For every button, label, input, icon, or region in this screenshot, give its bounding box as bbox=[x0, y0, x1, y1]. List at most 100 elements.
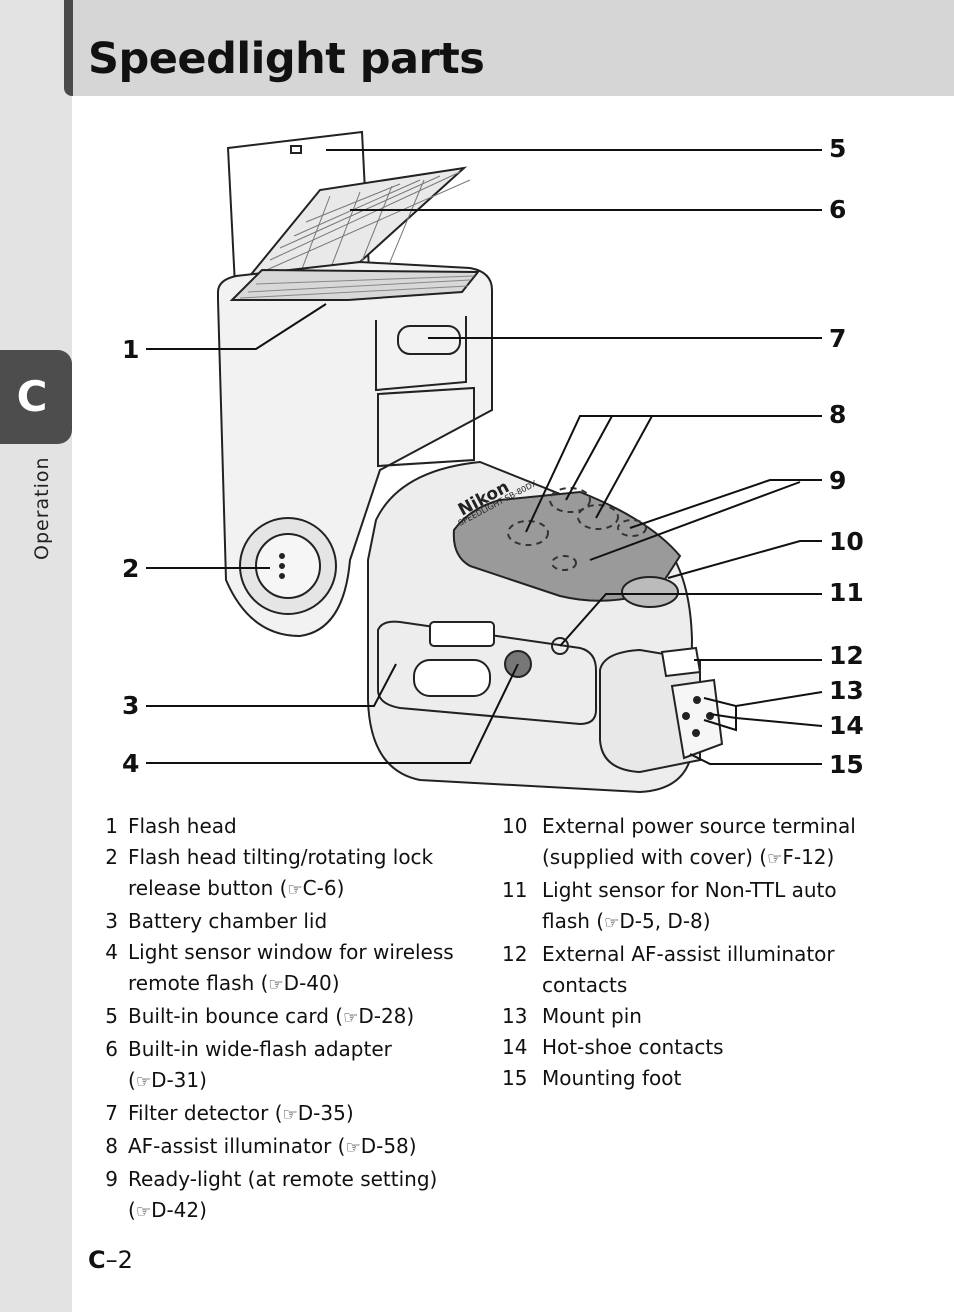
page-number: C–2 bbox=[88, 1246, 133, 1274]
legend-text: ( bbox=[128, 1198, 136, 1222]
battery-lid-shape bbox=[377, 620, 597, 726]
lock-release-button-shape bbox=[255, 533, 321, 599]
legend-ref: D-28 bbox=[358, 1004, 407, 1028]
legend-text: release button ( bbox=[128, 876, 288, 900]
legend-text: ) bbox=[408, 1134, 417, 1158]
legend-text: ) bbox=[331, 971, 340, 995]
legend-ref: D-40 bbox=[283, 971, 332, 995]
legend-number: 4 bbox=[105, 940, 118, 964]
legend-text: ) bbox=[199, 1198, 207, 1222]
legend-text: Flash head bbox=[128, 814, 237, 838]
legend-text: Flash head tilting/rotating lock bbox=[128, 845, 434, 869]
filter-detector-shape bbox=[397, 325, 461, 355]
callout-9: 9 bbox=[829, 466, 847, 495]
legend-text: ) bbox=[199, 1068, 207, 1092]
legend-text: ) bbox=[345, 1101, 354, 1125]
legend-number: 13 bbox=[502, 1004, 528, 1028]
legend-item: 12 External AF-assist illuminator contacts bbox=[502, 939, 942, 1001]
legend-text: ) bbox=[702, 909, 711, 933]
header-accent-bar bbox=[64, 0, 73, 96]
legend-number: 3 bbox=[105, 909, 118, 933]
callout-4: 4 bbox=[122, 749, 140, 778]
legend-text: flash ( bbox=[542, 909, 605, 933]
page-number-chapter: C bbox=[88, 1246, 106, 1274]
legend-ref: C-6 bbox=[302, 876, 337, 900]
legend-item: 14 Hot-shoe contacts bbox=[502, 1032, 942, 1063]
legend-text: (supplied with cover) ( bbox=[542, 845, 768, 869]
reference-hand-icon: ☞ bbox=[287, 880, 303, 900]
reference-hand-icon: ☞ bbox=[604, 913, 620, 933]
legend-ref: D-31 bbox=[151, 1068, 200, 1092]
legend-column-2: 10 External power source terminal (supplie… bbox=[502, 811, 942, 1094]
legend-number: 2 bbox=[105, 845, 118, 869]
callout-14: 14 bbox=[829, 711, 864, 740]
legend-ref: D-58 bbox=[360, 1134, 409, 1158]
legend-item: 3 Battery chamber lid bbox=[100, 906, 490, 937]
legend-item: 15 Mounting foot bbox=[502, 1063, 942, 1094]
legend-ref: F-12 bbox=[782, 845, 827, 869]
legend-text: Light sensor window for wireless bbox=[128, 940, 454, 964]
legend-text: Hot-shoe contacts bbox=[542, 1035, 724, 1059]
callout-1: 1 bbox=[122, 335, 140, 364]
callout-12: 12 bbox=[829, 641, 864, 670]
legend-number: 1 bbox=[105, 814, 118, 838]
side-margin-strip bbox=[0, 0, 72, 1312]
callout-10: 10 bbox=[829, 527, 864, 556]
legend-text: Built-in bounce card ( bbox=[128, 1004, 344, 1028]
flash-head-front-shape bbox=[229, 268, 481, 301]
legend-number: 11 bbox=[502, 878, 528, 902]
legend-item: 2 Flash head tilting/rotating lock release… bbox=[100, 842, 490, 906]
page-number-value: –2 bbox=[105, 1246, 133, 1274]
legend-text: External power source terminal bbox=[542, 814, 856, 838]
top-panel-shape bbox=[452, 490, 682, 602]
reference-hand-icon: ☞ bbox=[345, 1138, 361, 1158]
legend-item: 10 External power source terminal (supplie… bbox=[502, 811, 942, 875]
reference-hand-icon: ☞ bbox=[135, 1072, 152, 1092]
legend-number: 14 bbox=[502, 1035, 528, 1059]
reference-hand-icon: ☞ bbox=[343, 1008, 359, 1028]
power-terminal-cover-shape bbox=[621, 576, 679, 608]
af-illuminator-window-shape bbox=[507, 520, 549, 546]
reference-hand-icon: ☞ bbox=[282, 1105, 298, 1125]
legend-number: 10 bbox=[502, 814, 528, 838]
callout-7: 7 bbox=[829, 324, 847, 353]
legend-number: 15 bbox=[502, 1066, 528, 1090]
section-label: Operation bbox=[31, 456, 53, 560]
bounce-card-tab-shape bbox=[290, 145, 302, 154]
legend-text: ( bbox=[128, 1068, 136, 1092]
legend-text: Filter detector ( bbox=[128, 1101, 283, 1125]
legend-number: 12 bbox=[502, 942, 528, 966]
legend-text: Ready-light (at remote setting) bbox=[128, 1167, 438, 1191]
legend-text: Mounting foot bbox=[542, 1066, 682, 1090]
legend-text: Battery chamber lid bbox=[128, 909, 328, 933]
callout-5: 5 bbox=[829, 134, 847, 163]
section-tab bbox=[0, 350, 72, 444]
callout-8: 8 bbox=[829, 400, 847, 429]
legend-text: ) bbox=[826, 845, 835, 869]
page-title: Speedlight parts bbox=[88, 34, 485, 84]
ready-light-shape bbox=[617, 519, 647, 537]
legend-number: 9 bbox=[105, 1167, 118, 1191]
section-tab-letter: C bbox=[16, 372, 48, 421]
callout-3: 3 bbox=[122, 691, 140, 720]
legend-text: External AF-assist illuminator bbox=[542, 942, 835, 966]
legend-ref: D-42 bbox=[151, 1198, 200, 1222]
legend-text: contacts bbox=[542, 973, 628, 997]
legend-text: Built-in wide-flash adapter bbox=[128, 1037, 392, 1061]
callout-leader-lines bbox=[146, 149, 823, 765]
reference-hand-icon: ☞ bbox=[767, 849, 783, 869]
reference-hand-icon: ☞ bbox=[268, 975, 284, 995]
legend-text: ) bbox=[406, 1004, 415, 1028]
legend-number: 8 bbox=[105, 1134, 118, 1158]
header-band bbox=[64, 0, 954, 96]
callout-6: 6 bbox=[829, 195, 847, 224]
callout-2: 2 bbox=[122, 554, 140, 583]
legend-ref: D-5, D-8 bbox=[619, 909, 703, 933]
